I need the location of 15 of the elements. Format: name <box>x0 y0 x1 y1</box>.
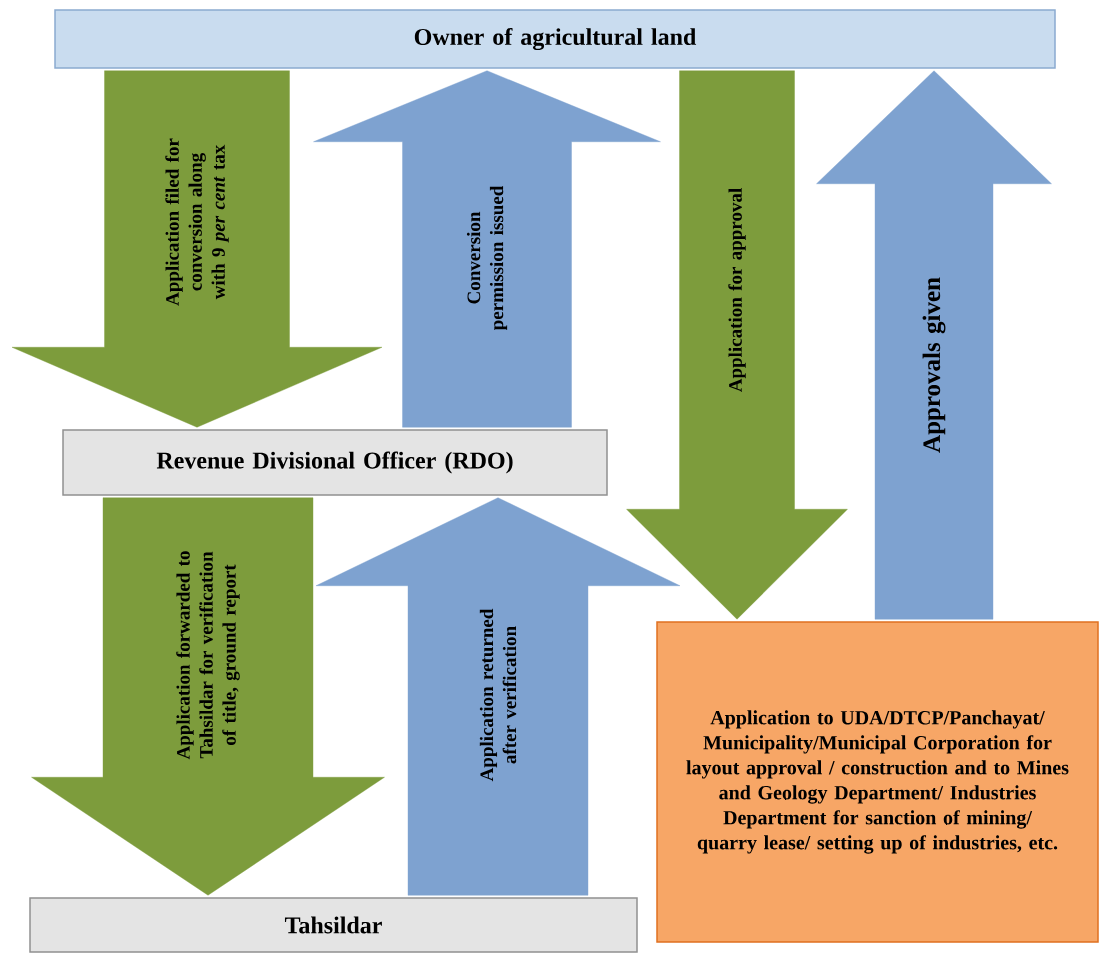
officer-bar: Tahsildar <box>29 897 638 953</box>
block-arrow <box>313 70 661 428</box>
edge-label: Application forwarded to Tahsildar for verification of title, ground report <box>176 551 240 760</box>
edge-label: Conversion permission issued <box>466 185 508 331</box>
block-arrow <box>315 497 681 896</box>
edge-label: Application for approval <box>728 188 746 393</box>
block-arrow <box>31 497 385 896</box>
edge-label: Application returned after verification <box>479 608 517 782</box>
title-band: Owner of agricultural land <box>54 9 1056 69</box>
info-box: Application to UDA/DTCP/Panchayat/ Municipality/Municipal Corporation for layout approval / construction and to Mines and Geology Department/ Industries Department for sanction of mining/ quarry lease/ setting up of industries, etc. <box>656 621 1099 943</box>
block-arrow <box>816 70 1052 620</box>
officer-bar: Revenue Divisional Officer (RDO) <box>62 429 608 496</box>
edge-label: Approvals given <box>922 277 946 453</box>
block-arrow <box>11 70 383 428</box>
block-arrow <box>626 70 848 620</box>
